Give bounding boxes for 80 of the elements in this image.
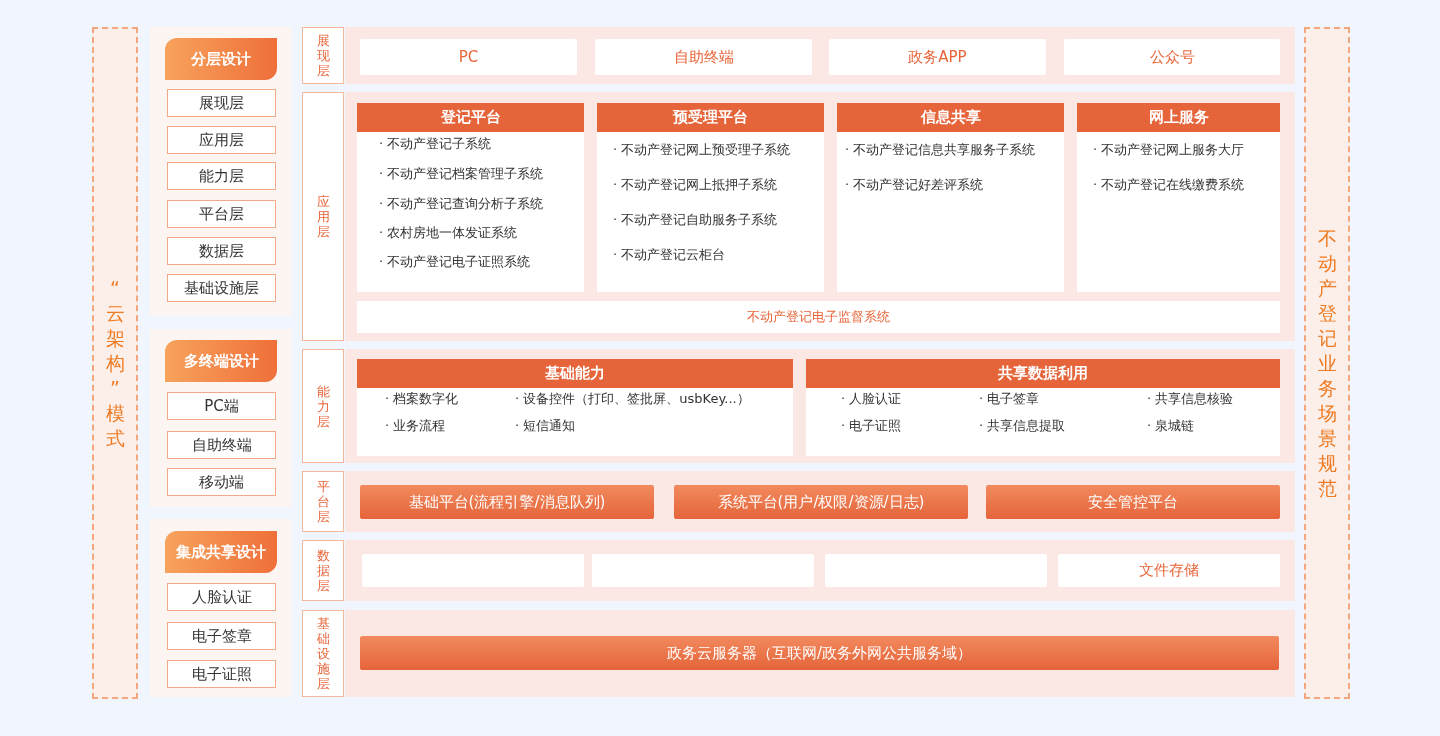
channel-box: PC [360,39,577,75]
bullet-item: · 不动产登记信息共享服务子系统 [845,141,1036,159]
card-header: 信息共享 [837,103,1064,132]
bullet-item: · 设备控件（打印、签批屏、usbKey...） [515,390,750,408]
platform-button: 系统平台(用户/权限/资源/日志) [674,485,968,519]
item-box: 展现层 [167,89,276,117]
bullet-item: · 不动产登记云柜台 [613,246,726,264]
data-box [362,554,584,587]
item-box: 移动端 [167,468,276,496]
bullet-item: · 档案数字化 [385,390,459,408]
panel-header: 多终端设计 [165,340,277,382]
item-box: 人脸认证 [167,583,276,611]
bullet-item: · 电子证照 [841,417,902,435]
platform-card [1077,103,1280,292]
bullet-item: · 短信通知 [515,417,576,435]
bullet-item: · 电子签章 [979,390,1040,408]
panel [150,27,292,316]
item-box: 电子证照 [167,660,276,688]
bullet-item: · 共享信息核验 [1147,390,1234,408]
layer-band [345,471,1295,532]
item-box: 电子签章 [167,622,276,650]
bullet-item: · 不动产登记网上预受理子系统 [613,141,791,159]
item-box: 基础设施层 [167,274,276,302]
bullet-item: · 不动产登记档案管理子系统 [379,165,544,183]
layer-band [345,92,1295,341]
server-bar: 政务云服务器（互联网/政务外网公共服务域） [360,636,1279,670]
layer-band [345,349,1295,463]
layer-label: 应用层 [302,92,344,341]
platform-card [357,103,584,292]
bullet-item: · 泉城链 [1147,417,1195,435]
panel [150,329,292,507]
platform-button: 基础平台(流程引擎/消息队列) [360,485,654,519]
card-header: 共享数据利用 [806,359,1280,388]
bullet-item: · 业务流程 [385,417,446,435]
channel-box: 政务APP [829,39,1046,75]
layer-label: 展现层 [302,27,344,84]
data-box [592,554,814,587]
bullet-item: · 不动产登记电子证照系统 [379,253,531,271]
panel-header: 分层设计 [165,38,277,80]
item-box: 数据层 [167,237,276,265]
layer-band [345,610,1295,697]
bullet-item: · 不动产登记网上抵押子系统 [613,176,778,194]
card-header: 网上服务 [1077,103,1280,132]
capability-card [357,359,793,456]
data-box: 文件存储 [1058,554,1280,587]
layer-label: 能力层 [302,349,344,463]
layer-label: 基础设施层 [302,610,344,697]
bullet-item: · 人脸认证 [841,390,902,408]
item-box: 能力层 [167,162,276,190]
data-box [825,554,1047,587]
platform-card [837,103,1064,292]
card-header: 基础能力 [357,359,793,388]
item-box: 自助终端 [167,431,276,459]
bullet-item: · 不动产登记网上服务大厅 [1093,141,1245,159]
layer-band [345,540,1295,601]
layer-label: 平台层 [302,471,344,532]
capability-card [806,359,1280,456]
bullet-item: · 共享信息提取 [979,417,1066,435]
bullet-item: · 不动产登记查询分析子系统 [379,195,544,213]
layer-label: 数据层 [302,540,344,601]
panel-header: 集成共享设计 [165,531,277,573]
bullet-item: · 不动产登记在线缴费系统 [1093,176,1245,194]
standard-band: 不动产登记业务场景规范 [1304,27,1350,699]
bullet-item: · 不动产登记自助服务子系统 [613,211,778,229]
card-header: 预受理平台 [597,103,824,132]
channel-box: 公众号 [1064,39,1280,75]
panel [150,519,292,697]
channel-box: 自助终端 [595,39,812,75]
bullet-item: · 不动产登记子系统 [379,135,492,153]
mode-band: “云架构”模式 [92,27,138,699]
layer-band [345,27,1295,84]
platform-button: 安全管控平台 [986,485,1280,519]
platform-card [597,103,824,292]
bullet-item: · 不动产登记好差评系统 [845,176,984,194]
system-box: 不动产登记电子监督系统 [357,301,1280,333]
item-box: 应用层 [167,126,276,154]
item-box: PC端 [167,392,276,420]
card-header: 登记平台 [357,103,584,132]
item-box: 平台层 [167,200,276,228]
bullet-item: · 农村房地一体发证系统 [379,224,518,242]
